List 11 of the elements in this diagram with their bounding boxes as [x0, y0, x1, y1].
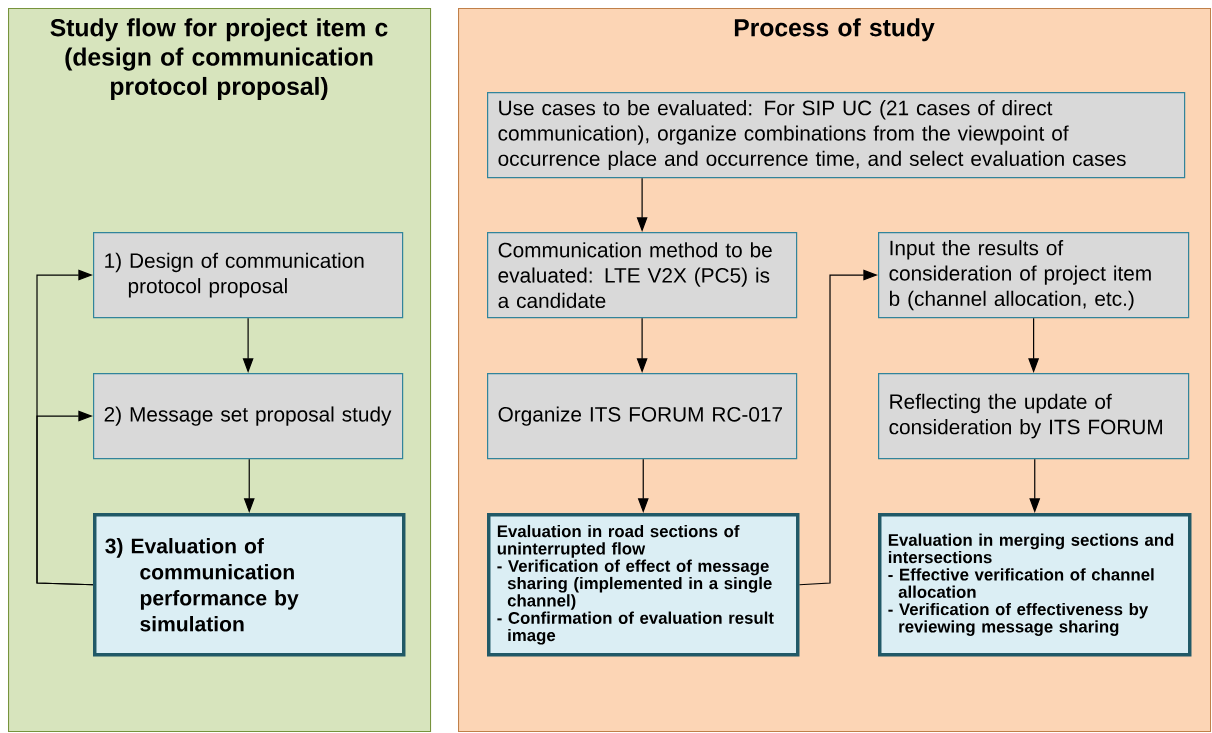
process-box: 1) Design of communication protocol proposal — [93, 232, 404, 319]
evaluation-box: 3) Evaluation of communication performance by simulation — [93, 513, 406, 657]
process-box: 2) Message set proposal study — [93, 373, 404, 460]
process-box: Reflecting the update of consideration by ITS FORUM — [878, 373, 1190, 460]
process-box: Communication method to be evaluated: LTE V2X (PC5) is a candidate — [487, 232, 798, 319]
process-box: Input the results of consideration of project item b (channel allocation, etc.) — [878, 232, 1190, 319]
arrow — [36, 410, 94, 586]
process-box: Use cases to be evaluated: For SIP UC (21 cases of direct communication), organize combinations from the viewpoint of occurrence place and occurrence time, and select evaluation cases — [487, 92, 1186, 179]
evaluation-box: Evaluation in road sections of uninterrupted flow - Verification of effect of message sharing (implemented in a single channel) - Confirmation of evaluation result image — [487, 513, 800, 657]
process-box: Organize ITS FORUM RC-017 — [487, 373, 798, 460]
evaluation-box: Evaluation in merging sections and intersections - Effective verification of channel allocation - Verification of effectiveness by reviewing message sharing — [878, 513, 1192, 657]
